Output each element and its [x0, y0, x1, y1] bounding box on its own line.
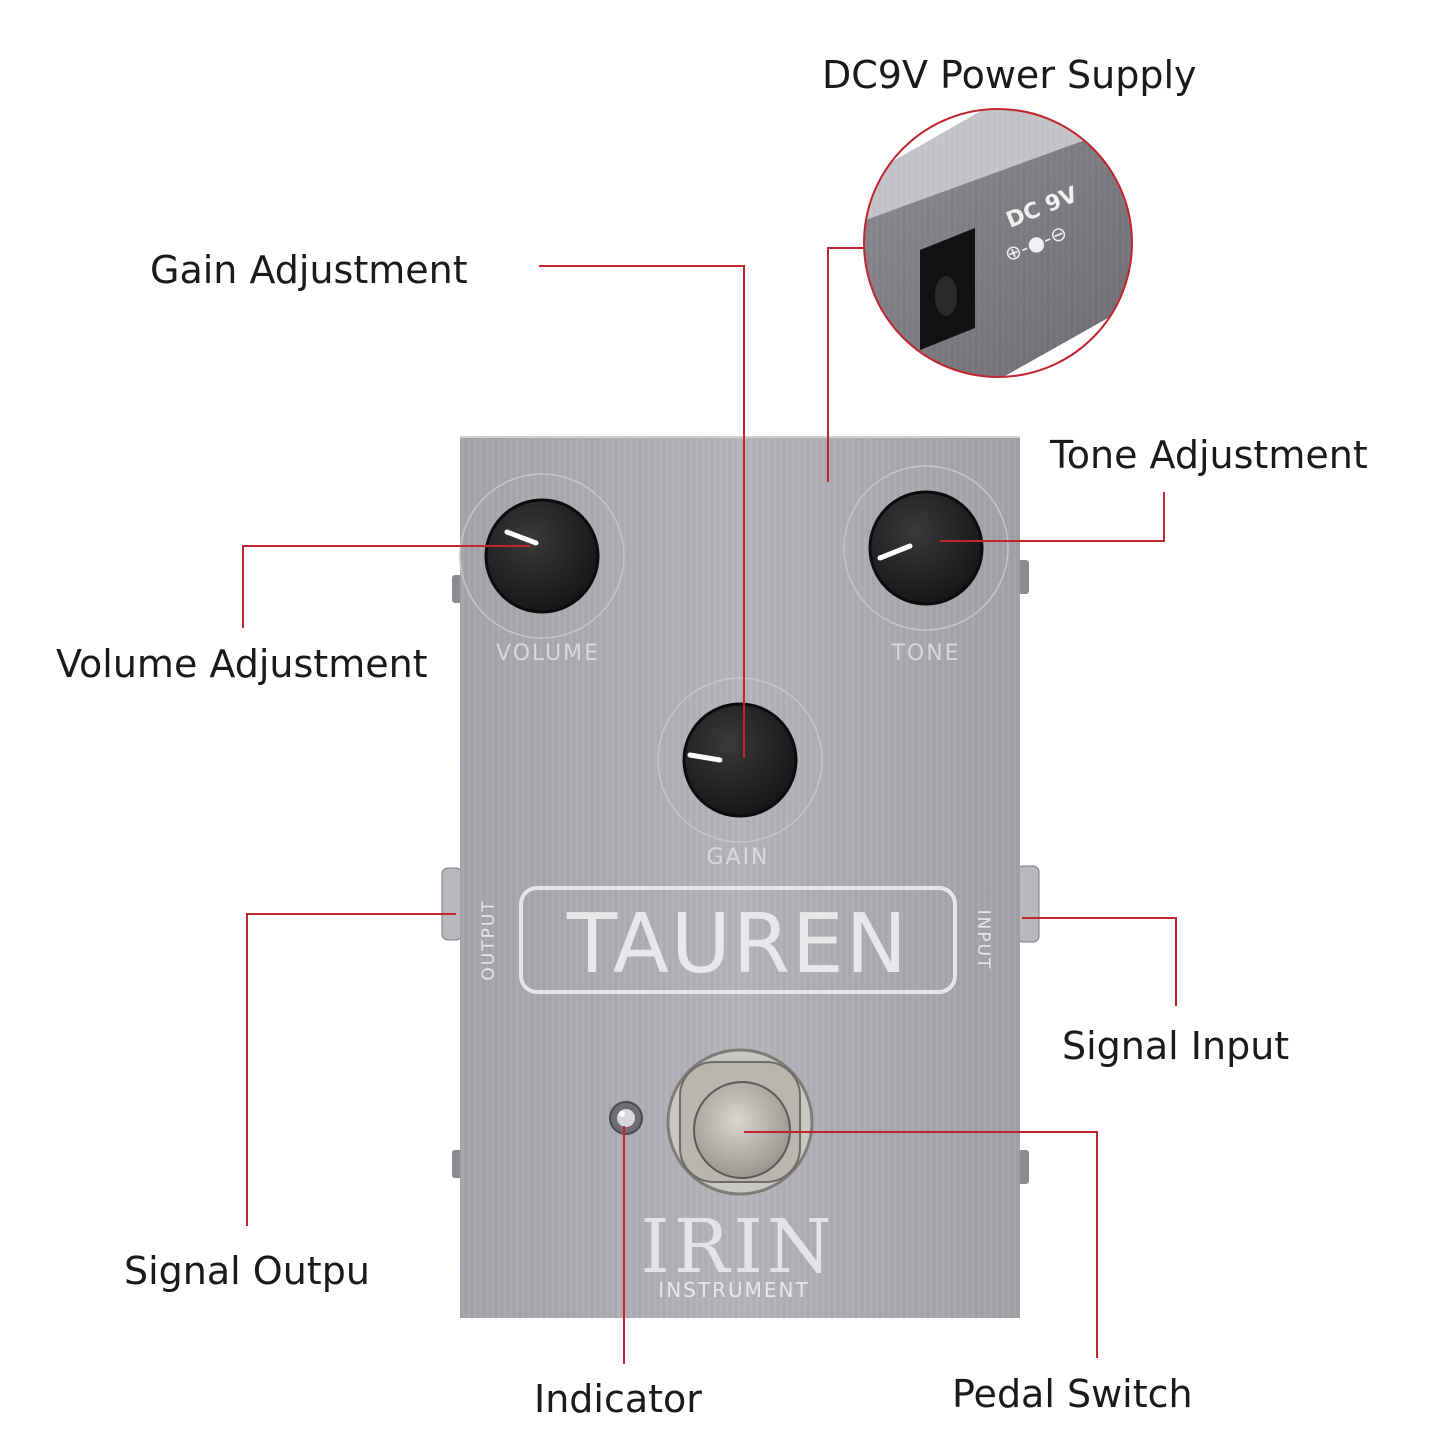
switch-leader — [744, 1131, 1098, 1358]
model-badge-frame — [519, 886, 957, 994]
output-jack-label: OUTPUT — [479, 899, 499, 980]
input-jack — [1016, 560, 1040, 1184]
power-inset: DC 9V ⊕-●-⊖ — [863, 108, 1133, 378]
callout-pedal-switch: Pedal Switch — [952, 1372, 1193, 1416]
tone-knob[interactable] — [843, 465, 1009, 631]
callout-indicator: Indicator — [534, 1377, 702, 1421]
output-jack — [441, 575, 463, 1178]
input-leader — [1022, 917, 1177, 1006]
callout-tone: Tone Adjustment — [1050, 433, 1368, 477]
tone-leader — [940, 492, 1165, 542]
brand-subtitle: INSTRUMENT — [658, 1278, 809, 1302]
model-name: TAUREN — [566, 897, 909, 992]
indicator-led — [609, 1101, 643, 1135]
output-leader — [246, 913, 456, 1226]
callout-power-supply: DC9V Power Supply — [822, 53, 1197, 97]
brand-logo: IRIN — [641, 1204, 836, 1290]
volume-leader — [242, 545, 530, 628]
footswitch[interactable] — [666, 1048, 814, 1196]
callout-signal-input: Signal Input — [1062, 1024, 1290, 1068]
volume-knob-label: VOLUME — [496, 641, 600, 666]
gain-knob-label: GAIN — [706, 845, 769, 870]
volume-knob[interactable] — [459, 473, 625, 639]
callout-volume: Volume Adjustment — [56, 642, 428, 686]
gain-leader — [539, 265, 745, 758]
callout-gain: Gain Adjustment — [150, 248, 468, 292]
callout-signal-output: Signal Outpu — [124, 1249, 370, 1293]
leader-lines — [242, 247, 1177, 1364]
power-leader — [827, 247, 864, 482]
input-jack-label: INPUT — [973, 910, 993, 971]
gain-knob[interactable] — [657, 677, 823, 843]
tone-knob-label: TONE — [890, 641, 960, 666]
